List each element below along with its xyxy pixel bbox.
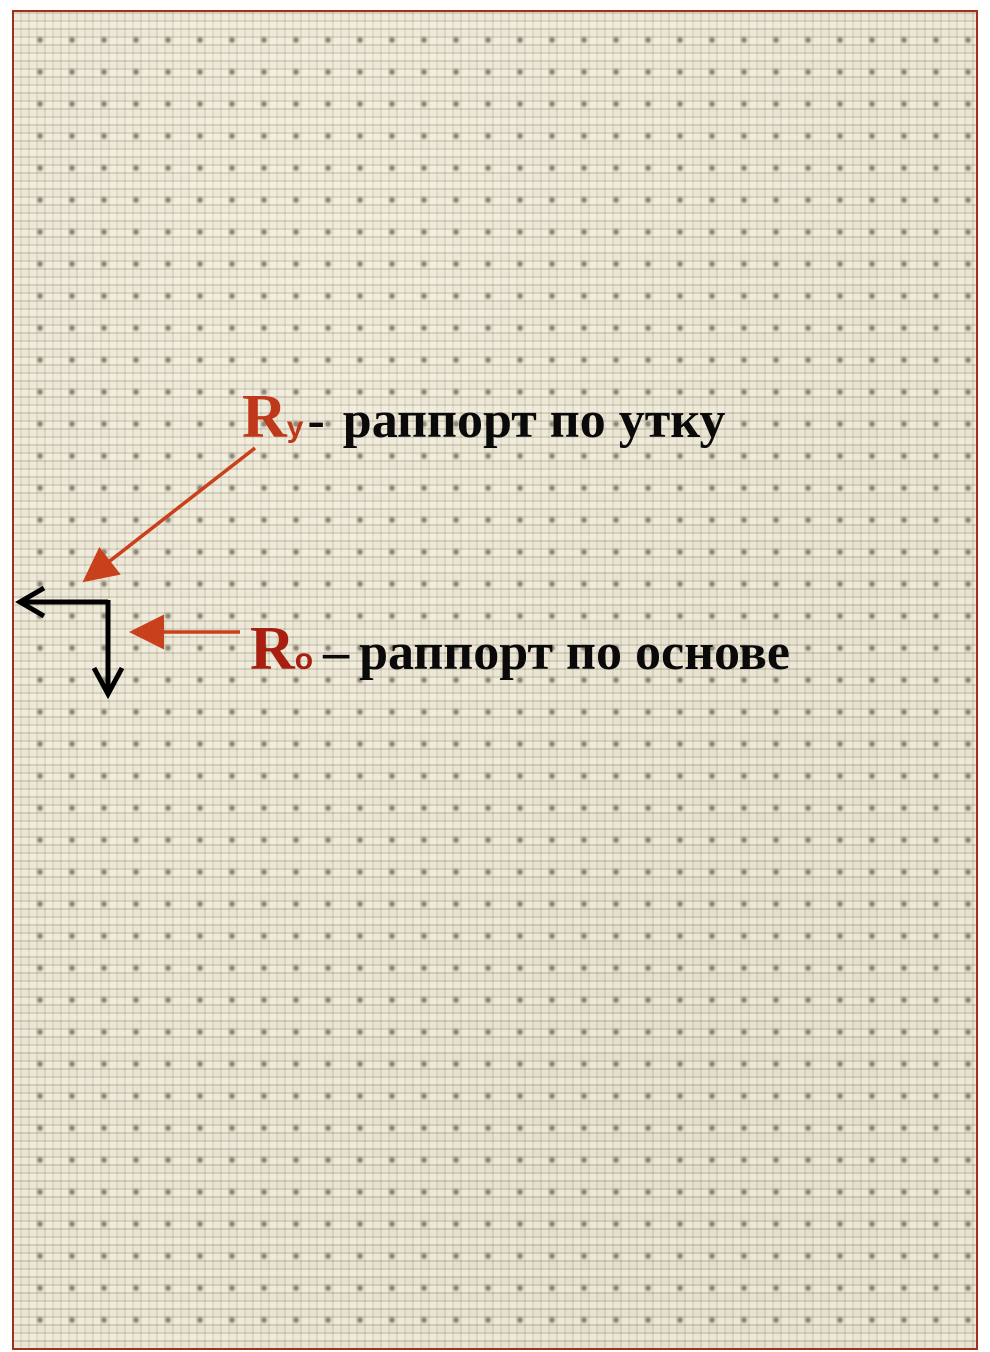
photo-frame — [12, 10, 978, 1350]
weft-subscript: у — [286, 411, 304, 444]
warp-repeat-label: Rо – раппорт по основе — [250, 618, 790, 680]
warp-separator: – — [323, 624, 350, 681]
warp-symbol: R — [250, 615, 295, 683]
warp-description: раппорт по основе — [359, 624, 790, 681]
warp-subscript: о — [294, 643, 314, 676]
fabric-texture-photo — [14, 12, 976, 1348]
weft-symbol: R — [242, 383, 287, 451]
weft-separator: - — [307, 392, 325, 449]
weft-repeat-label: Rу - раппорт по утку — [242, 386, 725, 448]
weft-description: раппорт по утку — [342, 392, 726, 449]
